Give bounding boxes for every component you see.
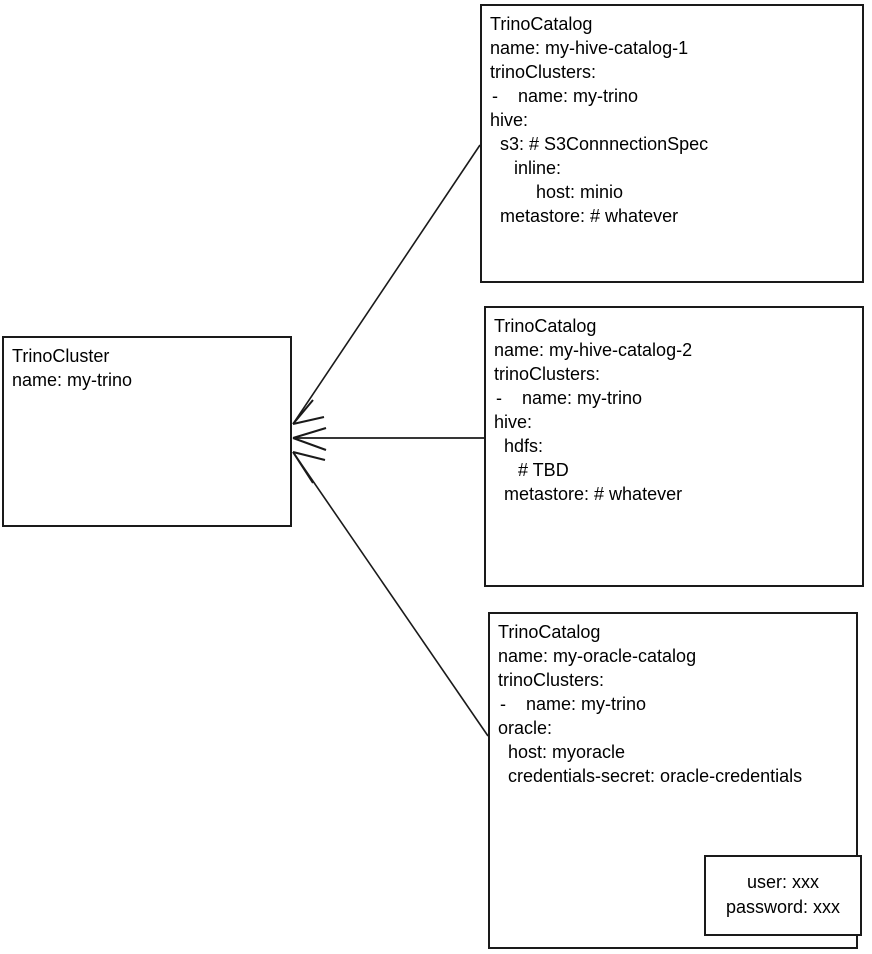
arrowhead-catalog2-barb-lower	[292, 437, 327, 451]
catalog1-line-metastore: metastore: # whatever	[500, 206, 679, 226]
arrowhead-catalog1-barb-lower	[292, 416, 325, 425]
catalog1-line-kind: TrinoCatalog	[490, 14, 593, 34]
arrowhead-catalog2-barb-upper	[292, 427, 327, 439]
catalog2-line-hive: hive:	[494, 412, 533, 432]
arrowhead-catalog3-barb-lower	[292, 451, 314, 484]
catalog2-line-metastore: metastore: # whatever	[504, 484, 683, 504]
catalog1-line-inline: inline:	[514, 158, 562, 178]
secret-line-password: password: xxx	[725, 897, 841, 917]
catalog2-line-cluster-ref: - name: my-trino	[496, 388, 643, 408]
catalog1-line-name: name: my-hive-catalog-1	[490, 38, 689, 58]
trino-catalog-3-yaml: TrinoCatalog name: my-oracle-catalog tri…	[498, 620, 852, 788]
catalog2-line-tbd: # TBD	[518, 460, 569, 480]
cluster-line-kind: TrinoCluster	[12, 346, 110, 366]
catalog2-line-name: name: my-hive-catalog-2	[494, 340, 693, 360]
arrowhead-catalog3-barb-upper	[292, 451, 326, 461]
catalog1-line-trinoclusters: trinoClusters:	[490, 62, 597, 82]
connector-catalog1-to-cluster	[292, 144, 481, 425]
catalog1-line-host: host: minio	[536, 182, 624, 202]
trino-catalog-2-yaml: TrinoCatalog name: my-hive-catalog-2 tri…	[494, 314, 858, 506]
trino-cluster-box[interactable]: TrinoCluster name: my-trino	[2, 336, 292, 527]
oracle-credentials-secret-box[interactable]: user: xxx password: xxx	[704, 855, 862, 936]
secret-box-content: user: xxx password: xxx	[706, 870, 860, 920]
secret-line-user: user: xxx	[746, 872, 820, 892]
trino-catalog-box-2[interactable]: TrinoCatalog name: my-hive-catalog-2 tri…	[484, 306, 864, 587]
catalog3-line-kind: TrinoCatalog	[498, 622, 601, 642]
catalog2-line-trinoclusters: trinoClusters:	[494, 364, 601, 384]
catalog1-line-s3: s3: # S3ConnnectionSpec	[500, 134, 709, 154]
catalog1-line-hive: hive:	[490, 110, 529, 130]
catalog3-line-trinoclusters: trinoClusters:	[498, 670, 605, 690]
catalog2-line-hdfs: hdfs:	[504, 436, 544, 456]
connector-catalog3-to-cluster	[292, 451, 489, 737]
trino-catalog-1-yaml: TrinoCatalog name: my-hive-catalog-1 tri…	[490, 12, 858, 228]
catalog3-line-cluster-ref: - name: my-trino	[500, 694, 647, 714]
cluster-line-name: name: my-trino	[12, 370, 133, 390]
catalog3-line-credentials-secret: credentials-secret: oracle-credentials	[508, 766, 803, 786]
catalog3-line-host: host: myoracle	[508, 742, 626, 762]
catalog1-line-cluster-ref: - name: my-trino	[492, 86, 639, 106]
catalog3-line-oracle: oracle:	[498, 718, 553, 738]
trino-cluster-yaml: TrinoCluster name: my-trino	[12, 344, 286, 392]
arrowhead-catalog1-barb-upper	[292, 399, 314, 425]
catalog2-line-kind: TrinoCatalog	[494, 316, 597, 336]
catalog3-line-name: name: my-oracle-catalog	[498, 646, 697, 666]
trino-catalog-box-3[interactable]: TrinoCatalog name: my-oracle-catalog tri…	[488, 612, 862, 949]
trino-catalog-box-1[interactable]: TrinoCatalog name: my-hive-catalog-1 tri…	[480, 4, 864, 283]
